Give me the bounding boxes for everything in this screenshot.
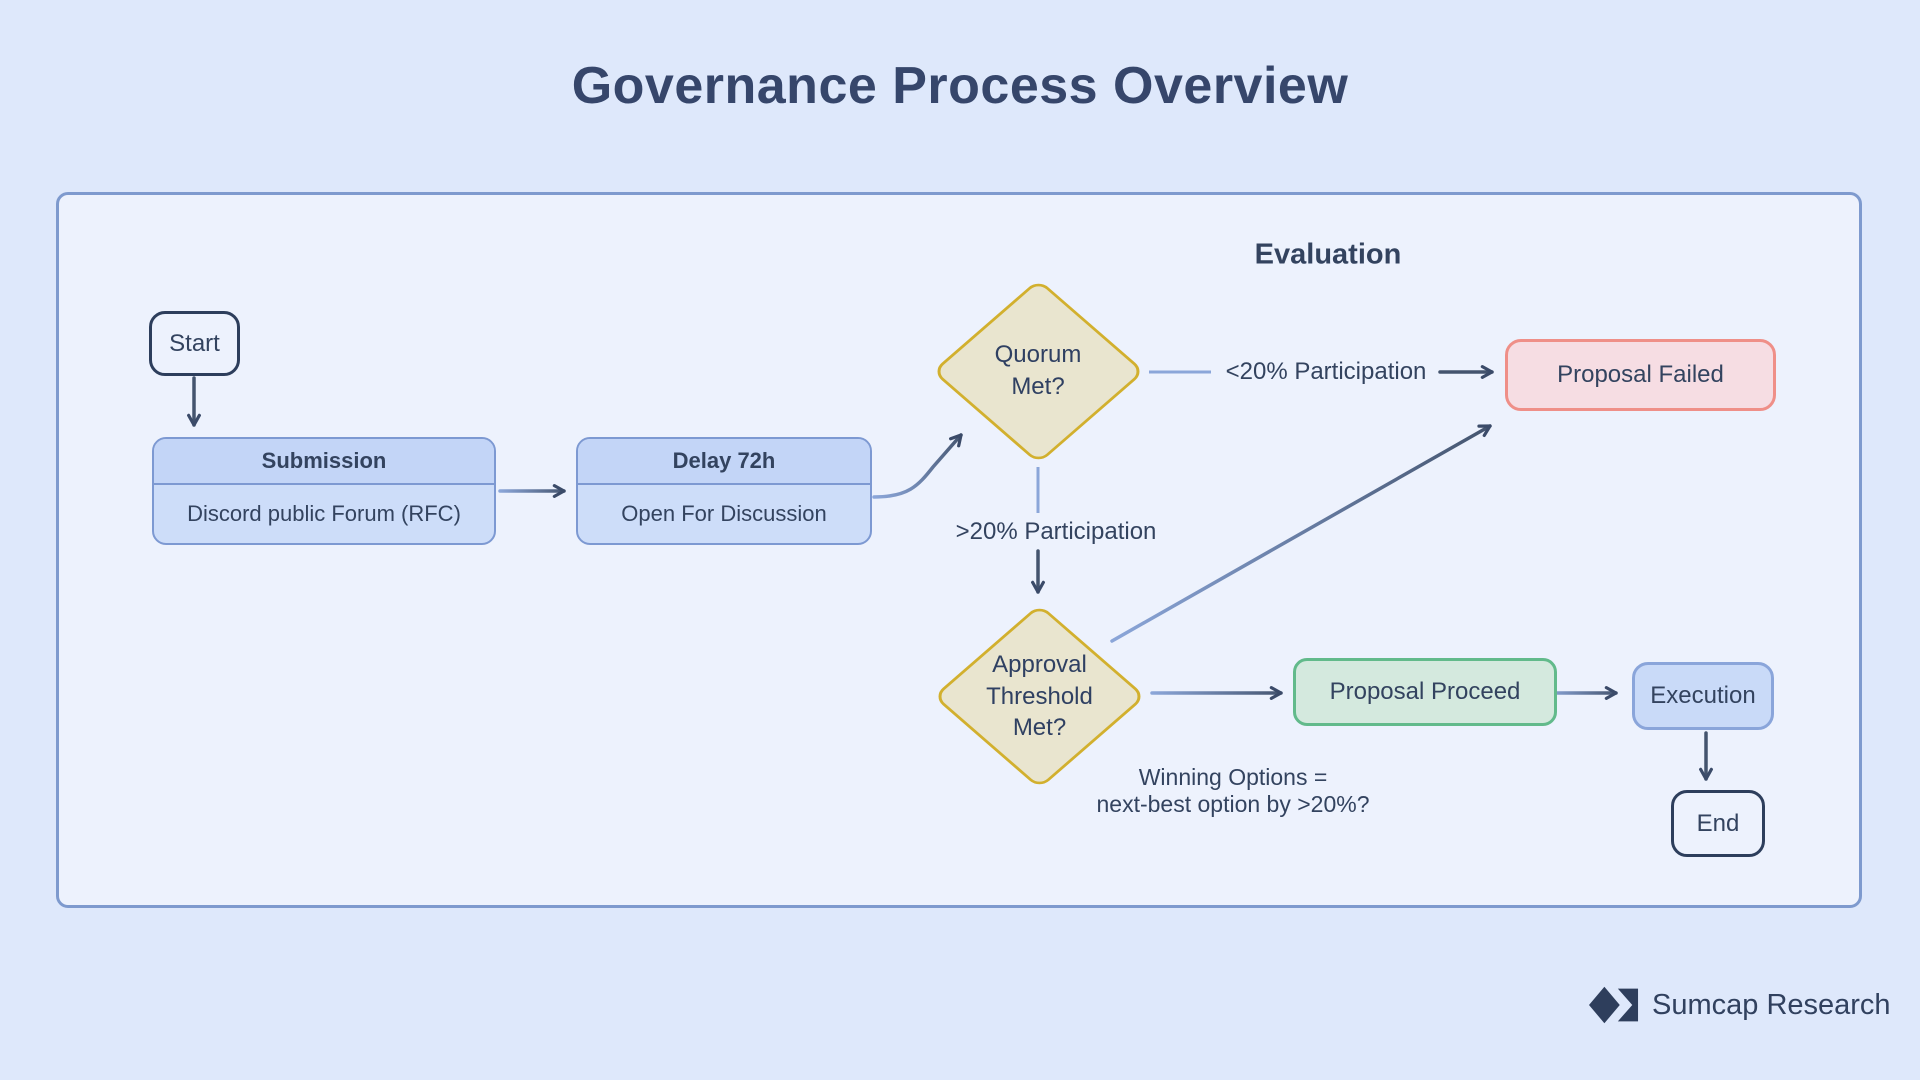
delay-title: Delay 72h (578, 439, 870, 485)
page-title: Governance Process Overview (571, 57, 1349, 115)
start-label: Start (169, 329, 220, 357)
brand-footer: Sumcap Research (1589, 985, 1891, 1025)
low-participation-label: <20% Participation (1225, 358, 1427, 385)
proposal-proceed-node: Proposal Proceed (1293, 658, 1557, 726)
delay-node: Delay 72h Open For Discussion (576, 437, 872, 545)
quorum-label: Quorum Met? (994, 341, 1082, 400)
proposal-proceed-label: Proposal Proceed (1329, 678, 1521, 705)
brand-name: Sumcap Research (1652, 988, 1891, 1021)
execution-label: Execution (1650, 682, 1756, 709)
submission-node: Submission Discord public Forum (RFC) (152, 437, 496, 545)
approval-decision-node: Approval Threshold Met? (932, 603, 1147, 790)
approval-label: Approval Threshold Met? (986, 650, 1093, 742)
start-node: Start (149, 311, 240, 376)
winning-options-note: Winning Options = next-best option by >2… (1096, 764, 1370, 817)
submission-title: Submission (154, 439, 494, 485)
sumcap-logo-icon (1589, 986, 1639, 1024)
proposal-failed-label: Proposal Failed (1557, 361, 1724, 388)
delay-subtitle: Open For Discussion (621, 501, 827, 526)
execution-node: Execution (1632, 662, 1774, 730)
evaluation-group (56, 192, 1862, 908)
quorum-decision-node: Quorum Met? (931, 278, 1145, 464)
evaluation-group-label: Evaluation (1254, 238, 1402, 271)
submission-subtitle: Discord public Forum (RFC) (187, 501, 461, 526)
end-node: End (1671, 790, 1765, 857)
proposal-failed-node: Proposal Failed (1505, 339, 1776, 411)
high-participation-label: >20% Participation (955, 518, 1157, 545)
end-label: End (1696, 809, 1740, 837)
